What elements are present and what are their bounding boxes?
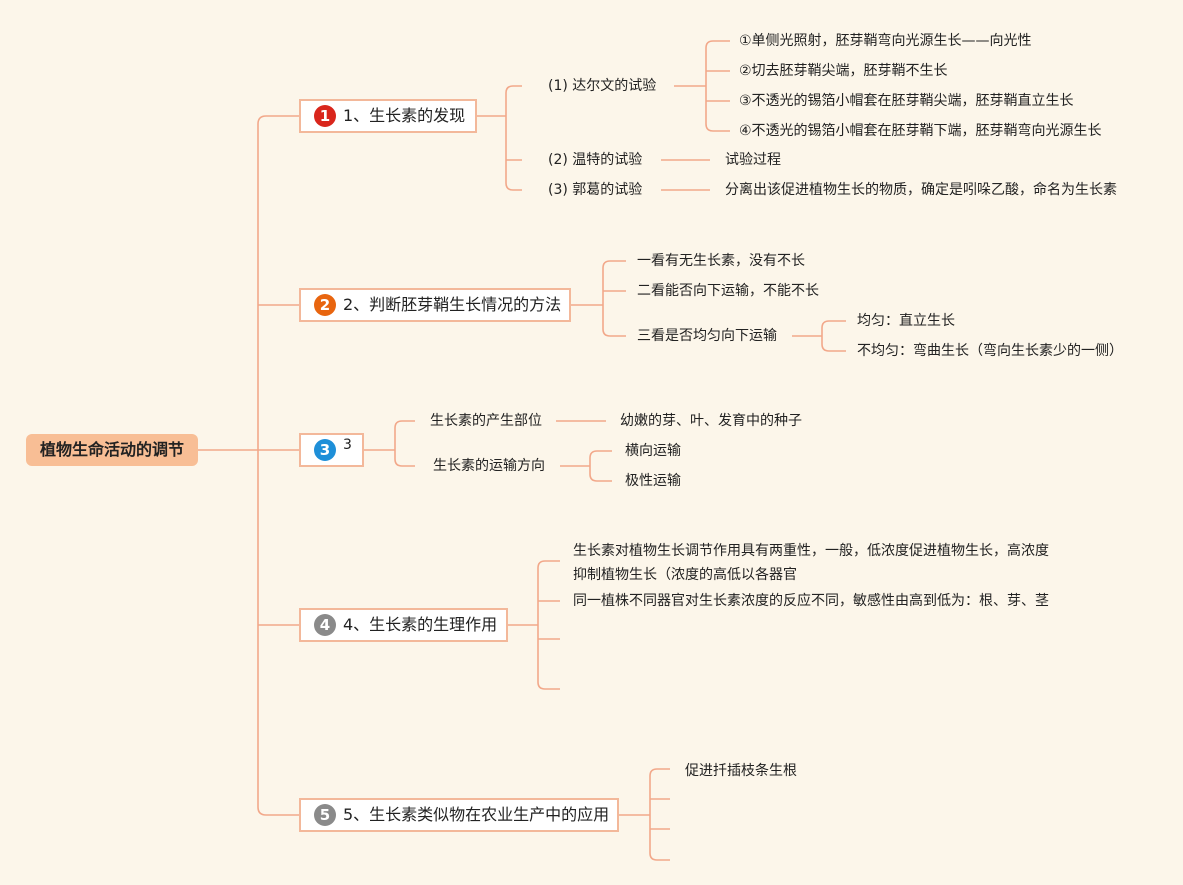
number-4-badge-icon: 4	[314, 614, 336, 636]
branch-1-node[interactable]: 1 1、生长素的发现	[299, 99, 477, 133]
number-3-badge-icon: 3	[314, 439, 336, 461]
b1-went-detail[interactable]: 试验过程	[725, 152, 781, 168]
branch-3-node[interactable]: 3 3	[299, 433, 364, 467]
root-node[interactable]: 植物生命活动的调节	[26, 434, 198, 466]
b1-kogl-experiment[interactable]: (3) 郭葛的试验	[548, 182, 643, 198]
branch-2-label: 2、判断胚芽鞘生长情况的方法	[343, 295, 562, 314]
b1-spine	[505, 85, 522, 191]
branch-4-label: 4、生长素的生理作用	[343, 615, 498, 634]
b1-darwin-step-3[interactable]: ③不透光的锡箔小帽套在胚芽鞘尖端，胚芽鞘直立生长	[739, 93, 1074, 109]
b2-method-2[interactable]: 二看能否向下运输，不能不长	[637, 283, 819, 299]
number-5-badge-icon: 5	[314, 804, 336, 826]
b2-method-1[interactable]: 一看有无生长素，没有不长	[637, 253, 805, 269]
b3-transport-direction[interactable]: 生长素的运输方向	[433, 458, 545, 474]
b1-darwin-step-1[interactable]: ①单侧光照射，胚芽鞘弯向光源生长——向光性	[739, 33, 1032, 49]
b5-spine	[649, 768, 670, 861]
b4-spine	[537, 560, 560, 690]
b4-organ-sensitivity[interactable]: 同一植株不同器官对生长素浓度的反应不同，敏感性由高到低为：根、芽、茎	[573, 593, 1049, 609]
b2-c3-spine	[821, 320, 846, 352]
b3-transport-lateral[interactable]: 横向运输	[625, 443, 681, 459]
branch-2-node[interactable]: 2 2、判断胚芽鞘生长情况的方法	[299, 288, 571, 322]
b1-darwin-step-2[interactable]: ②切去胚芽鞘尖端，胚芽鞘不生长	[739, 63, 948, 79]
b5-cutting-rooting[interactable]: 促进扦插枝条生根	[685, 763, 797, 779]
b3-c2-spine	[589, 450, 612, 482]
b3-spine	[394, 420, 415, 467]
branch-4-node[interactable]: 4 4、生长素的生理作用	[299, 608, 508, 642]
b2-method-3-uniform[interactable]: 均匀：直立生长	[857, 313, 955, 329]
number-1-badge-icon: 1	[314, 105, 336, 127]
branch-1-label: 1、生长素的发现	[343, 106, 466, 125]
b2-method-3[interactable]: 三看是否均匀向下运输	[637, 328, 777, 344]
b4-dual-effect[interactable]: 生长素对植物生长调节作用具有两重性，一般，低浓度促进植物生长，高浓度抑制植物生长…	[573, 543, 1049, 583]
number-2-badge-icon: 2	[314, 294, 336, 316]
b1-went-experiment[interactable]: (2) 温特的试验	[548, 152, 643, 168]
b1-kogl-detail[interactable]: 分离出该促进植物生长的物质，确定是吲哚乙酸，命名为生长素	[725, 182, 1117, 198]
b2-method-3-nonuniform[interactable]: 不均匀：弯曲生长（弯向生长素少的一侧）	[857, 343, 1123, 359]
branch-3-label: 3	[343, 437, 352, 453]
b1-darwin-step-4[interactable]: ④不透光的锡箔小帽套在胚芽鞘下端，胚芽鞘弯向光源生长	[739, 123, 1102, 139]
branch-5-label: 5、生长素类似物在农业生产中的应用	[343, 805, 610, 824]
b2-spine	[602, 260, 626, 337]
b1-c1-spine	[705, 40, 730, 132]
b3-transport-polar[interactable]: 极性运输	[625, 473, 681, 489]
b1-darwin-experiment[interactable]: (1) 达尔文的试验	[548, 78, 657, 94]
main-trunk	[257, 115, 267, 816]
b3-production-detail[interactable]: 幼嫩的芽、叶、发育中的种子	[620, 413, 802, 429]
branch-5-node[interactable]: 5 5、生长素类似物在农业生产中的应用	[299, 798, 619, 832]
b3-production-site[interactable]: 生长素的产生部位	[430, 413, 542, 429]
